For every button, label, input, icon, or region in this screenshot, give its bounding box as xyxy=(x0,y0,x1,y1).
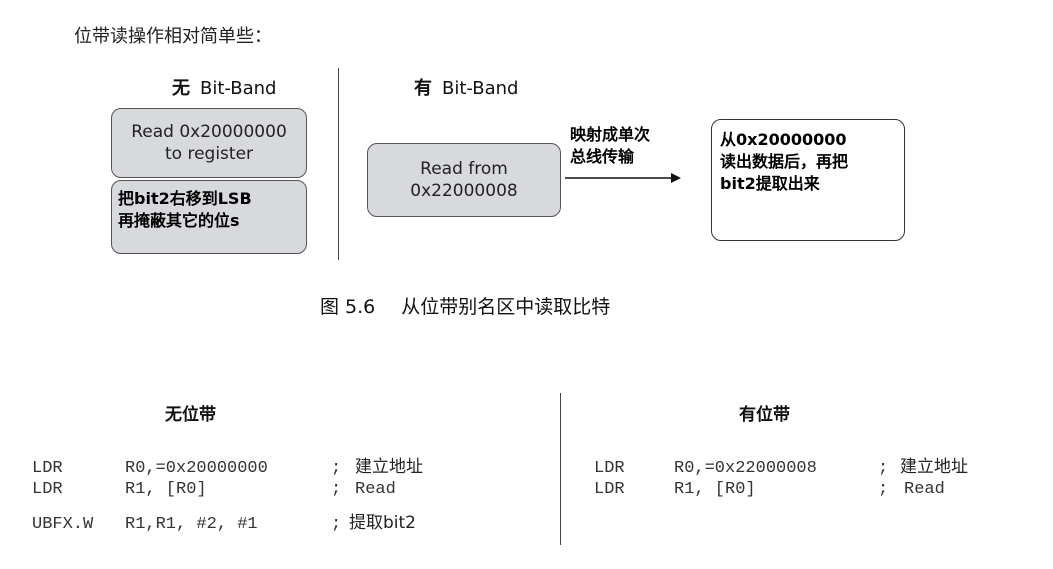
figure-caption-text: 从位带别名区中读取比特 xyxy=(401,296,611,318)
code-comment: Read xyxy=(355,480,396,499)
code-args: R0,=0x20000000 xyxy=(125,459,268,478)
code-sep: ; xyxy=(878,480,889,499)
code-comment: 提取bit2 xyxy=(349,513,416,533)
left-header: 无 Bit-Band xyxy=(172,74,276,100)
code-line: LDR R1, [R0]; Read xyxy=(32,480,423,508)
code-args: R1, [R0] xyxy=(125,480,207,499)
arrow-icon xyxy=(565,173,681,183)
right-box-right: 从0x20000000 读出数据后，再把 bit2提取出来 xyxy=(711,119,905,241)
intro-text: 位带读操作相对简单些： xyxy=(74,26,272,47)
right-header: 有 Bit-Band xyxy=(414,74,518,100)
code-args: R1, [R0] xyxy=(674,480,756,499)
code-sep: ; xyxy=(878,459,889,478)
code-sep: ; xyxy=(331,480,342,499)
figure-caption: 图 5.6 从位带别名区中读取比特 xyxy=(320,292,610,319)
code-args: R1,R1, #2, #1 xyxy=(125,515,258,534)
left-header-bold: 无 xyxy=(172,78,190,99)
code-line: LDR R1, [R0]; Read xyxy=(594,480,968,508)
code-comment: 建立地址 xyxy=(900,457,968,477)
code-sep: ; xyxy=(331,515,342,534)
code-op: LDR xyxy=(32,480,63,499)
right-header-bold: 有 xyxy=(414,78,432,99)
code-op: LDR xyxy=(594,459,625,478)
code-comment: 建立地址 xyxy=(355,457,423,477)
left-code-title: 无位带 xyxy=(165,405,216,425)
code-op: LDR xyxy=(32,459,63,478)
arrow-label: 映射成单次 总线传输 xyxy=(570,125,651,166)
right-code-block: LDR R0,=0x22000008; 建立地址 LDR R1, [R0]; Read xyxy=(594,452,968,508)
left-box-top: Read 0x20000000 to register xyxy=(111,108,307,178)
code-comment: Read xyxy=(904,480,945,499)
code-line: LDR R0,=0x22000008; 建立地址 xyxy=(594,452,968,480)
code-op: LDR xyxy=(594,480,625,499)
code-sep: ; xyxy=(331,459,342,478)
code-op: UBFX.W xyxy=(32,515,94,534)
right-code-title: 有位带 xyxy=(739,405,790,425)
code-args: R0,=0x22000008 xyxy=(674,459,817,478)
left-header-text: Bit-Band xyxy=(200,78,277,99)
left-box-bottom: 把bit2右移到LSB 再掩蔽其它的位s xyxy=(111,180,307,254)
code-divider xyxy=(560,393,561,545)
right-header-text: Bit-Band xyxy=(442,78,519,99)
right-box-left: Read from 0x22000008 xyxy=(367,143,561,217)
code-line: LDR R0,=0x20000000; 建立地址 xyxy=(32,452,423,480)
diagram-divider xyxy=(338,68,339,260)
figure-number: 图 5.6 xyxy=(320,296,376,318)
code-line: UBFX.W R1,R1, #2, #1; 提取bit2 xyxy=(32,508,423,536)
